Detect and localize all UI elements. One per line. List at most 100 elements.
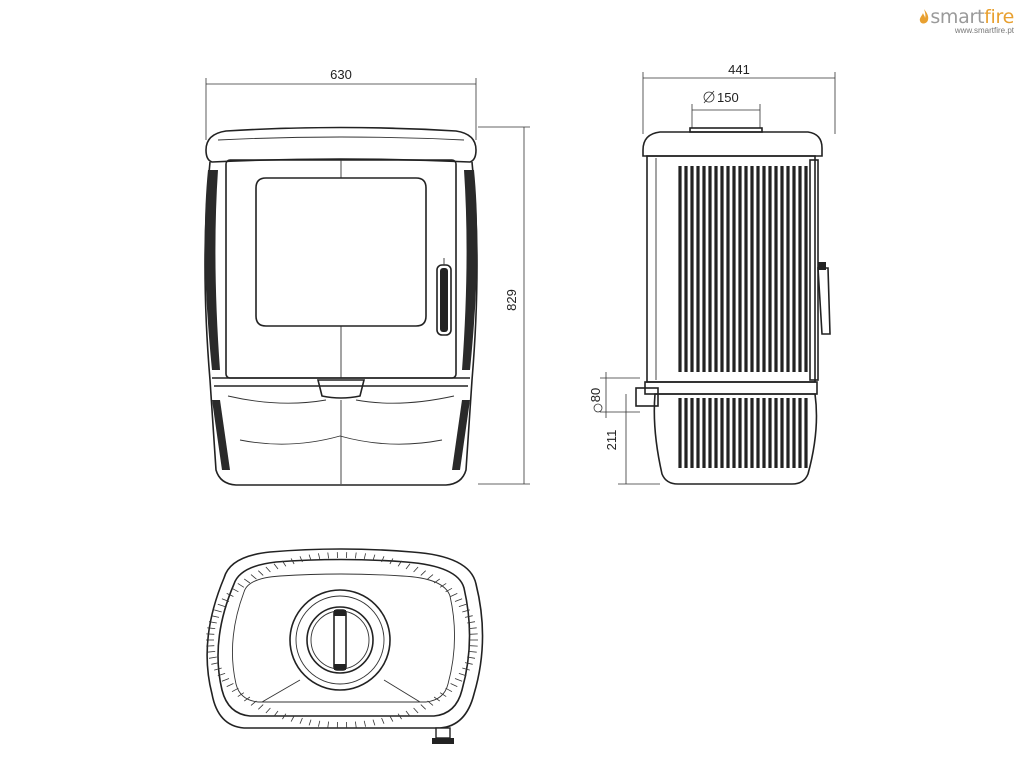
rim-tick bbox=[207, 651, 216, 653]
dimension-label-150: 150 bbox=[717, 90, 739, 105]
rim-tick bbox=[282, 560, 287, 567]
rim-tick bbox=[454, 678, 463, 682]
rim-tick bbox=[450, 593, 458, 597]
rim-tick bbox=[363, 553, 366, 560]
rim-tick bbox=[258, 704, 264, 710]
dimension-height: 829 bbox=[478, 126, 530, 485]
rim-tick bbox=[318, 720, 321, 727]
brand-url: www.smartfire.pt bbox=[954, 26, 1014, 35]
rim-tick bbox=[381, 717, 385, 724]
dimension-label-829: 829 bbox=[504, 289, 519, 311]
door-handle bbox=[436, 258, 452, 336]
rim-tick bbox=[214, 609, 222, 613]
flame-icon bbox=[920, 9, 929, 24]
dimension-label-211: 211 bbox=[604, 430, 619, 451]
rim-tick bbox=[226, 683, 234, 687]
dimension-air-inlet-height: 211 bbox=[604, 394, 660, 485]
rim-tick bbox=[462, 667, 470, 671]
rim-tick bbox=[211, 615, 220, 618]
rim-tick bbox=[318, 553, 321, 560]
dimension-flue: 150 bbox=[691, 90, 761, 128]
rim-tick bbox=[211, 662, 220, 665]
rim-tick bbox=[208, 621, 217, 624]
rim-tick bbox=[208, 656, 217, 659]
rim-tick bbox=[308, 554, 312, 561]
rim-tick bbox=[389, 715, 394, 722]
door-glass bbox=[255, 177, 427, 327]
rim-tick bbox=[299, 717, 303, 724]
rim-tick bbox=[454, 598, 463, 602]
brand-name-fire: fire bbox=[984, 6, 1014, 28]
rim-tick bbox=[389, 558, 394, 565]
flue-collar-outer bbox=[289, 589, 391, 691]
rim-tick bbox=[207, 627, 216, 629]
rim-tick bbox=[265, 707, 271, 714]
rim-tick bbox=[397, 713, 402, 720]
right-side-panel bbox=[462, 170, 478, 370]
rim-tick bbox=[221, 598, 230, 602]
rim-tick bbox=[450, 683, 458, 687]
rim-tick bbox=[439, 583, 447, 588]
rim-tick bbox=[237, 692, 245, 697]
side-top-cap bbox=[642, 131, 823, 157]
side-body bbox=[646, 155, 816, 383]
dimension-front-width: 630 bbox=[205, 67, 477, 140]
rim-tick bbox=[458, 603, 467, 607]
side-view: 441 150 80 bbox=[588, 62, 836, 485]
dimension-label-80: 80 bbox=[588, 388, 603, 402]
rim-tick bbox=[258, 570, 264, 576]
foot-adjuster bbox=[435, 727, 451, 739]
rim-tick bbox=[282, 713, 287, 720]
rim-tick bbox=[273, 710, 279, 717]
rim-tick bbox=[467, 621, 476, 624]
rim-tick bbox=[372, 719, 376, 726]
rim-tick bbox=[273, 563, 279, 570]
rim-tick bbox=[355, 721, 357, 728]
rim-tick bbox=[217, 603, 226, 607]
rim-tick bbox=[214, 667, 222, 671]
top-outer-outline bbox=[206, 548, 484, 729]
rim-tick bbox=[290, 558, 295, 565]
rim-tick bbox=[405, 563, 411, 570]
rim-tick bbox=[265, 566, 271, 573]
rim-tick bbox=[464, 662, 473, 665]
side-lower-body bbox=[653, 393, 818, 485]
top-inner-rim bbox=[217, 558, 471, 717]
rim-tick bbox=[290, 715, 295, 722]
rim-tick bbox=[413, 707, 419, 714]
air-inlet bbox=[635, 387, 659, 407]
rim-tick bbox=[468, 627, 477, 629]
ash-drawer-handle bbox=[316, 379, 366, 399]
side-fins-upper bbox=[678, 166, 808, 372]
dimension-label-441: 441 bbox=[728, 62, 750, 77]
rim-tick bbox=[299, 556, 303, 563]
rim-tick bbox=[445, 587, 453, 593]
rim-tick bbox=[226, 593, 234, 597]
rim-tick bbox=[413, 566, 419, 573]
rim-tick bbox=[420, 704, 426, 710]
left-side-panel bbox=[204, 170, 220, 370]
rim-tick bbox=[363, 720, 366, 727]
rim-tick bbox=[355, 552, 357, 559]
rim-tick bbox=[217, 673, 226, 677]
rim-tick bbox=[405, 710, 411, 717]
rim-tick bbox=[458, 673, 467, 677]
front-view: 630 829 bbox=[204, 67, 530, 486]
flue-damper bbox=[333, 609, 347, 671]
rim-tick bbox=[381, 556, 385, 563]
flue-opening bbox=[306, 606, 374, 674]
rim-tick bbox=[467, 656, 476, 659]
rim-tick bbox=[237, 583, 245, 588]
rim-tick bbox=[427, 574, 434, 580]
rim-tick bbox=[462, 609, 470, 613]
top-view bbox=[206, 548, 484, 744]
rim-tick bbox=[397, 560, 402, 567]
brand-name-smart: smart bbox=[930, 6, 985, 28]
side-fins-lower bbox=[678, 398, 808, 468]
rim-tick bbox=[327, 552, 329, 559]
rim-tick bbox=[243, 578, 251, 584]
rim-tick bbox=[468, 651, 477, 653]
stove-body-outline bbox=[204, 161, 478, 486]
